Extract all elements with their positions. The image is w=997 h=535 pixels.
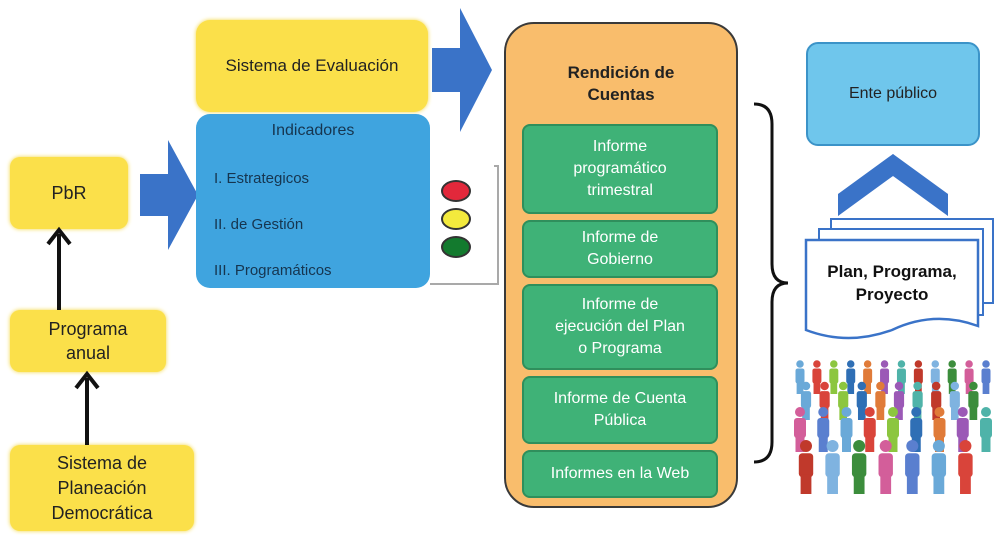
indicador-item: III. Programáticos: [214, 262, 332, 279]
sistema-planeacion-box: Sistema de Planeación Democrática: [10, 445, 194, 531]
document-icon: [804, 238, 980, 340]
right-arrow-icon: [432, 8, 492, 132]
sistema-planeacion-line-2: Planeación: [57, 477, 147, 498]
people-crowd-icon: [794, 360, 992, 494]
up-arrow-icon: [46, 226, 72, 310]
sistema-planeacion-line-1: Sistema de: [56, 452, 148, 473]
programa-anual-line-2: anual: [65, 343, 111, 363]
informe-line: Informes en la Web: [550, 465, 690, 482]
red-light-icon: [441, 180, 471, 202]
right-arrow-icon: [140, 140, 198, 250]
pbr-box: PbR: [10, 157, 128, 229]
yellow-light-icon: [441, 208, 471, 230]
chevron-up-icon: [838, 154, 948, 216]
informe-line: o Programa: [578, 340, 662, 357]
rendicion-cuentas-title: Rendición de Cuentas: [506, 62, 736, 106]
plan-programa-line-1: Plan, Programa,: [827, 262, 957, 281]
informe-line: Informe de: [581, 229, 659, 246]
informe-line: trimestral: [587, 182, 653, 199]
sistema-planeacion-line-3: Democrática: [51, 502, 153, 523]
indicador-item: II. de Gestión: [214, 216, 304, 233]
informe-line: Informe de Cuenta: [553, 390, 687, 407]
indicadores-box: Indicadores I. Estrategicos II. de Gesti…: [196, 114, 430, 288]
traffic-light-frame: [430, 165, 499, 285]
informe-item: Informe de Cuenta Pública: [522, 376, 718, 444]
informe-line: Informe: [592, 138, 648, 155]
up-arrow-icon: [74, 370, 100, 445]
sistema-evaluacion-box: Sistema de Evaluación: [196, 20, 428, 112]
informe-item: Informe de Gobierno: [522, 220, 718, 278]
plan-programa-label: Plan, Programa, Proyecto: [806, 250, 978, 316]
green-light-icon: [441, 236, 471, 258]
sistema-evaluacion-label: Sistema de Evaluación: [225, 56, 399, 75]
plan-programa-line-2: Proyecto: [855, 285, 929, 304]
indicador-item: I. Estrategicos: [214, 170, 310, 187]
informe-line: Informe de: [581, 296, 659, 313]
pbr-label: PbR: [51, 182, 87, 203]
informe-line: programático: [573, 160, 667, 177]
ente-publico-label: Ente público: [848, 85, 938, 102]
programa-anual-box: Programa anual: [10, 310, 166, 372]
rendicion-title-line-1: Rendición de: [567, 63, 675, 82]
informe-item: Informe programático trimestral: [522, 124, 718, 214]
right-brace-icon: [753, 102, 789, 464]
ente-publico-box: Ente público: [806, 42, 980, 146]
informe-line: ejecución del Plan: [555, 318, 685, 335]
rendicion-title-line-2: Cuentas: [587, 85, 655, 104]
informe-line: Gobierno: [587, 251, 653, 268]
informe-item: Informes en la Web: [522, 450, 718, 498]
informe-line: Pública: [593, 412, 647, 429]
informe-item: Informe de ejecución del Plan o Programa: [522, 284, 718, 370]
programa-anual-line-1: Programa: [48, 319, 128, 339]
indicadores-title: Indicadores: [271, 122, 355, 139]
